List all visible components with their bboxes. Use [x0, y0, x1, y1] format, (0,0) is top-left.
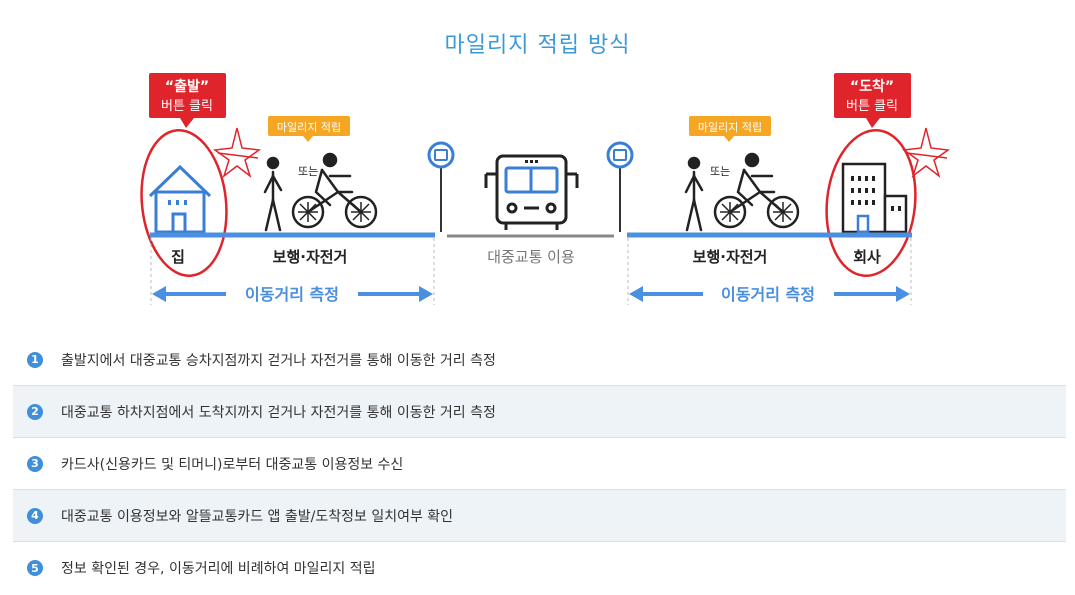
- page-title: 마일리지 적립 방식: [444, 33, 631, 58]
- house-window-dots: [168, 200, 187, 205]
- bus-icon: [484, 154, 579, 230]
- list-item: 1 출발지에서 대중교통 승차지점까지 걷거나 자전거를 통해 이동한 거리 측…: [13, 334, 1066, 386]
- label-transit: 대중교통 이용: [487, 248, 575, 266]
- step-number-badge: 5: [27, 560, 43, 576]
- step-text: 카드사(신용카드 및 티머니)로부터 대중교통 이용정보 수신: [61, 456, 404, 473]
- label-walk-bike-left: 보행·자전거: [273, 248, 348, 266]
- list-item: 4 대중교통 이용정보와 알뜰교통카드 앱 출발/도착정보 일치여부 확인: [13, 490, 1066, 542]
- distance-label-left: 이동거리 측정: [245, 285, 339, 304]
- or-label-left: 또는: [298, 165, 318, 178]
- mileage-tag-right-text: 마일리지 적립: [698, 120, 762, 134]
- step-number-badge: 2: [27, 403, 43, 420]
- arrive-callout-line2: 버튼 클릭: [846, 99, 898, 114]
- walker-icon: [684, 156, 704, 232]
- label-walk-bike-right: 보행·자전거: [693, 248, 768, 266]
- arrive-callout-line1: “도착”: [850, 78, 894, 95]
- office-windows: [851, 176, 901, 211]
- mileage-tag-left-text: 마일리지 적립: [277, 120, 341, 134]
- bus-top-dots: [525, 160, 538, 163]
- label-home: 집: [171, 248, 185, 266]
- bus-stop-icon: [427, 141, 455, 232]
- distance-label-right: 이동거리 측정: [721, 285, 815, 304]
- list-item: 5 정보 확인된 경우, 이동거리에 비례하여 마일리지 적립: [13, 542, 1066, 594]
- start-callout-line1: “출발”: [165, 78, 209, 95]
- mileage-diagram: “출발” 버튼 클릭 “도착” 버튼 클릭 마일리지 적립 마일리지 적립: [140, 73, 951, 305]
- or-label-right: 또는: [710, 165, 730, 178]
- step-text: 정보 확인된 경우, 이동거리에 비례하여 마일리지 적립: [61, 561, 376, 577]
- bus-stop-icon: [606, 141, 634, 232]
- walker-icon: [263, 156, 283, 232]
- distance-arrow-left: 이동거리 측정: [152, 285, 433, 304]
- office-building-icon: [841, 162, 908, 234]
- start-button-callout: “출발” 버튼 클릭: [149, 73, 226, 128]
- step-number-badge: 3: [27, 455, 43, 472]
- cyclist-wheel-spokes: [298, 202, 371, 222]
- mileage-tag-right: 마일리지 적립: [689, 116, 771, 142]
- house-icon: [148, 164, 212, 234]
- step-text: 출발지에서 대중교통 승차지점까지 걷거나 자전거를 통해 이동한 거리 측정: [61, 352, 496, 369]
- step-text: 대중교통 이용정보와 알뜰교통카드 앱 출발/도착정보 일치여부 확인: [61, 508, 454, 525]
- label-company: 회사: [853, 248, 881, 266]
- step-number-badge: 1: [27, 351, 43, 368]
- distance-arrow-right: 이동거리 측정: [629, 285, 910, 304]
- steps-list: 1 출발지에서 대중교통 승차지점까지 걷거나 자전거를 통해 이동한 거리 측…: [13, 334, 1066, 594]
- company-circle-mark: [825, 129, 917, 277]
- star-scribble-icon: [212, 127, 262, 179]
- mileage-tag-left: 마일리지 적립: [268, 116, 350, 142]
- home-circle-mark: [140, 129, 228, 277]
- step-number-badge: 4: [27, 507, 43, 524]
- list-item: 2 대중교통 하차지점에서 도착지까지 걷거나 자전거를 통해 이동한 거리 측…: [13, 386, 1066, 438]
- cyclist-wheel-spokes: [720, 202, 793, 222]
- step-text: 대중교통 하차지점에서 도착지까지 걷거나 자전거를 통해 이동한 거리 측정: [61, 404, 496, 421]
- dashed-separators: [150, 238, 912, 305]
- star-scribble-icon: [901, 127, 951, 179]
- arrive-button-callout: “도착” 버튼 클릭: [834, 73, 911, 128]
- start-callout-line2: 버튼 클릭: [161, 99, 213, 114]
- list-item: 3 카드사(신용카드 및 티머니)로부터 대중교통 이용정보 수신: [13, 438, 1066, 490]
